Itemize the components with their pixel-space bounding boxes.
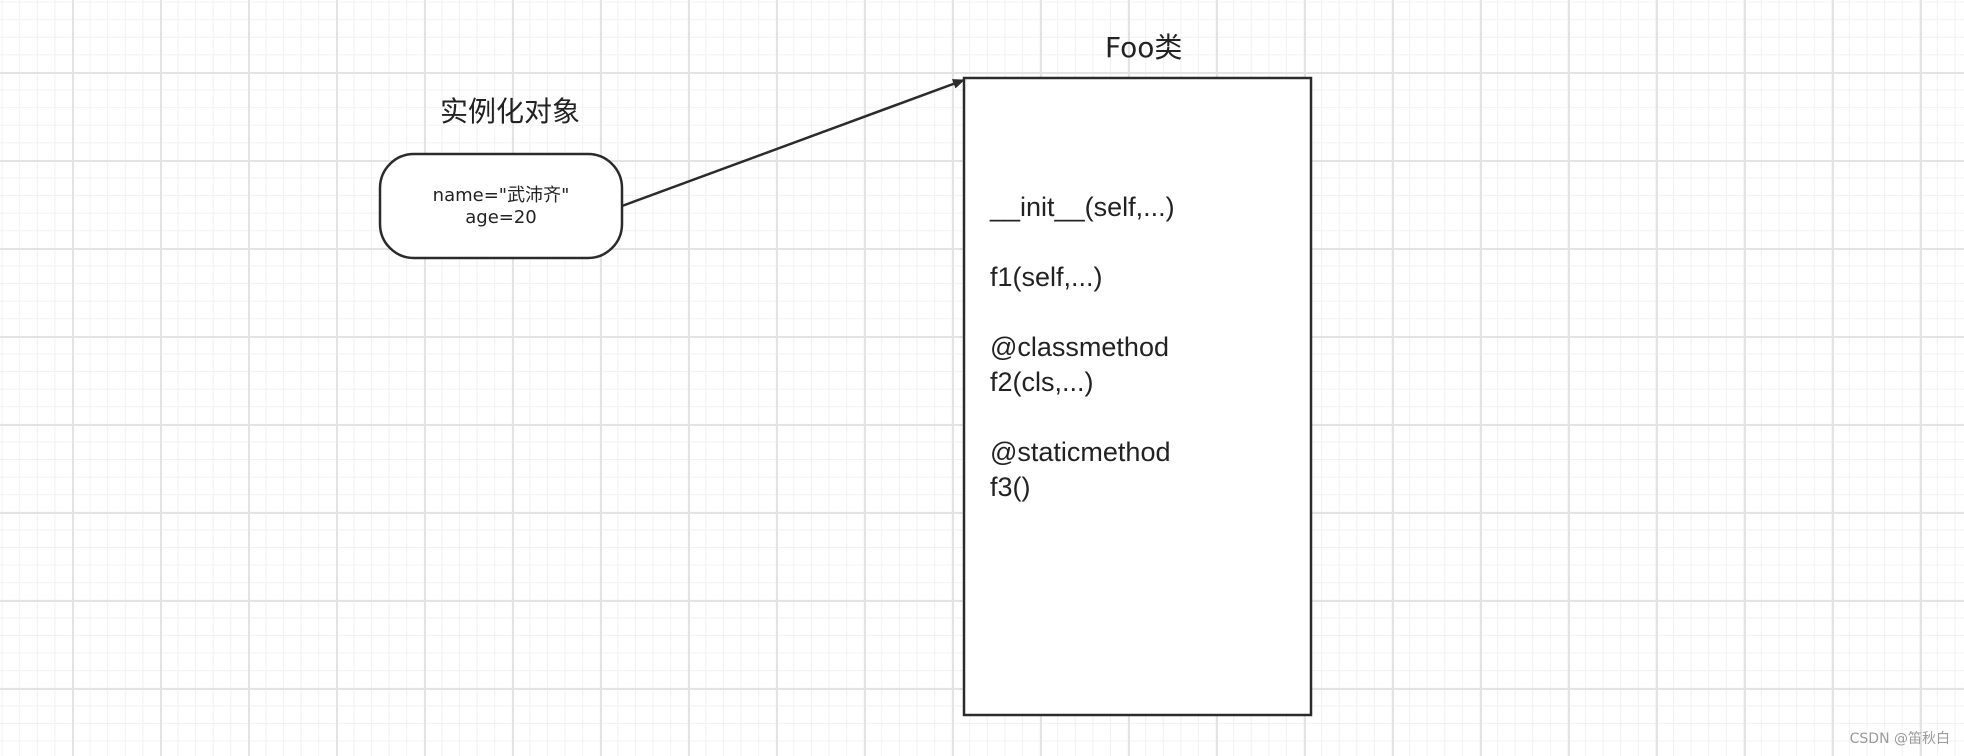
class-member: f2(cls,...) [990,367,1094,397]
class-member: @staticmethod [990,437,1171,467]
class-member: f3() [990,472,1031,502]
class-member-list: __init__(self,...) f1(self,...) @classmeth… [990,190,1175,505]
instance-attributes: name="武沛齐"age=20 [380,185,622,229]
class-member: @classmethod [990,332,1169,362]
reference-arrow [621,78,965,208]
class-title: Foo类 [1105,31,1183,64]
watermark: CSDN @笛秋白 [1849,731,1950,747]
instance-attribute: name="武沛齐" [432,185,570,206]
class-box-shape [962,76,1313,717]
instance-attribute: age=20 [465,207,537,228]
class-member: __init__(self,...) [990,192,1175,222]
instance-title: 实例化对象 [440,95,581,128]
class-member: f1(self,...) [990,262,1103,292]
